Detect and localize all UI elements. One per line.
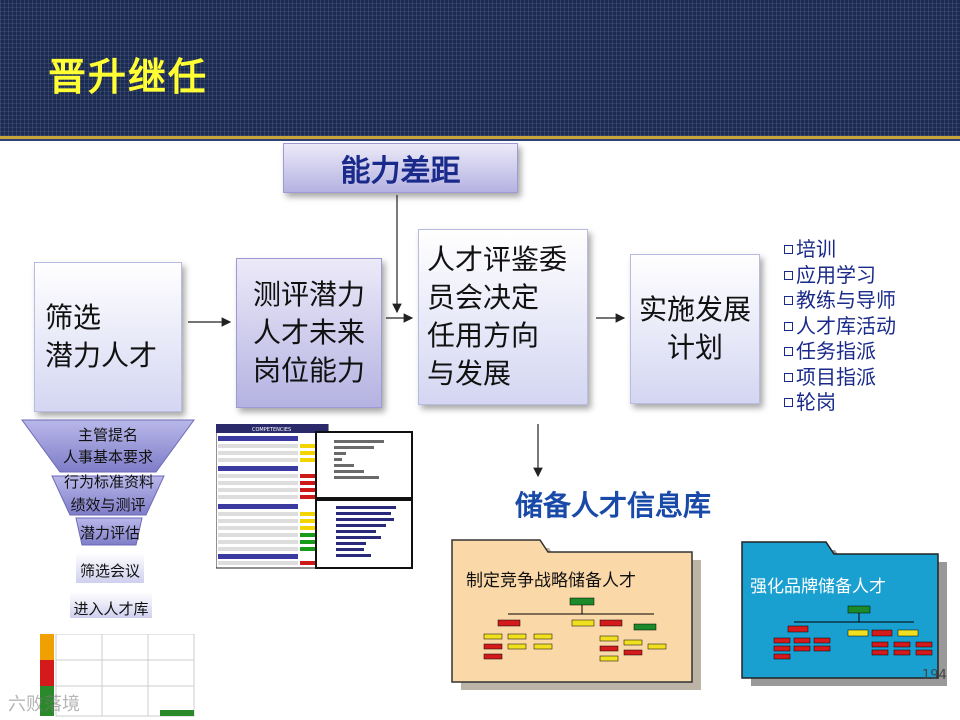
implement-line-1: 实施发展 bbox=[638, 293, 751, 326]
list-item: 项目指派 bbox=[784, 365, 896, 391]
checkbox-square-icon bbox=[784, 321, 793, 331]
competency-header: COMPETENCIES bbox=[252, 427, 291, 433]
competency-rows bbox=[218, 436, 324, 565]
checkbox-square-icon bbox=[784, 372, 793, 382]
funnel-neck bbox=[75, 517, 143, 546]
funnel-graphic bbox=[21, 419, 195, 618]
list-item: 应用学习 bbox=[784, 263, 896, 289]
list-item: 培训 bbox=[784, 237, 896, 263]
list-item: 教练与导师 bbox=[784, 288, 896, 314]
development-list: 培训 应用学习 教练与导师 人才库活动 任务指派 项目指派 轮岗 bbox=[784, 237, 896, 416]
assess-line-3: 岗位能力 bbox=[252, 354, 365, 387]
checkbox-square-icon bbox=[784, 296, 793, 306]
header-divider bbox=[0, 136, 960, 139]
page-title: 晋升继任 bbox=[48, 55, 209, 99]
strategy-folder-graphic bbox=[451, 539, 701, 690]
implement-line-2: 计划 bbox=[666, 331, 723, 364]
funnel-tube bbox=[76, 553, 144, 583]
funnel-top bbox=[21, 419, 195, 473]
screen-talent-box: 筛选 潜力人才 bbox=[34, 262, 182, 412]
list-item: 任务指派 bbox=[784, 339, 896, 365]
page-number: 194 bbox=[922, 668, 947, 683]
committee-decision-box: 人才评鉴委 员会决定 任用方向 与发展 bbox=[418, 229, 588, 405]
capability-gap-box: 能力差距 bbox=[283, 143, 518, 193]
nine-box-grid-thumbnail bbox=[40, 634, 195, 717]
checkbox-square-icon bbox=[784, 245, 793, 255]
assess-line-2: 人才未来 bbox=[252, 316, 365, 349]
committee-line-4: 与发展 bbox=[427, 357, 512, 390]
committee-line-1: 人才评鉴委 bbox=[427, 243, 568, 276]
funnel-label-behavior: 行为标准资料 bbox=[63, 473, 154, 491]
org-chart-left bbox=[483, 597, 667, 662]
funnel-exit bbox=[70, 592, 152, 618]
checkbox-square-icon bbox=[784, 270, 793, 280]
checkbox-square-icon bbox=[784, 347, 793, 357]
competency-chart-thumbnail: COMPETENCIES bbox=[216, 424, 413, 569]
header-divider-2 bbox=[0, 139, 960, 141]
funnel-label-basic-req: 人事基本要求 bbox=[62, 448, 153, 466]
list-item: 人才库活动 bbox=[784, 314, 896, 340]
list-item: 轮岗 bbox=[784, 390, 896, 416]
watermark: 六败落境 bbox=[8, 694, 80, 715]
assess-potential-box: 测评潜力 人才未来 岗位能力 bbox=[236, 258, 382, 408]
funnel-label-nominate: 主管提名 bbox=[77, 426, 138, 444]
screen-line-2: 潜力人才 bbox=[45, 339, 158, 372]
header-banner bbox=[0, 0, 960, 136]
strategy-folder-label: 制定竞争战略储备人才 bbox=[466, 571, 636, 591]
screen-line-1: 筛选 bbox=[45, 301, 102, 334]
thumb-bar-chart-2 bbox=[336, 506, 396, 557]
funnel-middle bbox=[51, 475, 165, 516]
brand-folder-graphic bbox=[741, 541, 947, 686]
funnel-label-enter-pool: 进入人才库 bbox=[73, 600, 149, 618]
committee-line-3: 任用方向 bbox=[427, 319, 540, 352]
funnel-label-meeting: 筛选会议 bbox=[79, 562, 140, 580]
committee-line-2: 员会决定 bbox=[427, 281, 540, 314]
assess-line-1: 测评潜力 bbox=[252, 278, 365, 311]
checkbox-square-icon bbox=[784, 398, 793, 408]
org-chart-right bbox=[773, 605, 933, 660]
talent-database-title: 储备人才信息库 bbox=[515, 489, 712, 522]
brand-folder-label: 强化品牌储备人才 bbox=[750, 577, 886, 597]
implement-plan-box: 实施发展 计划 bbox=[630, 254, 760, 404]
capability-gap-label: 能力差距 bbox=[340, 154, 461, 189]
funnel-label-potential: 潜力评估 bbox=[79, 524, 140, 542]
thumb-bar-chart-1 bbox=[334, 440, 384, 479]
funnel-label-performance: 绩效与测评 bbox=[70, 496, 146, 514]
